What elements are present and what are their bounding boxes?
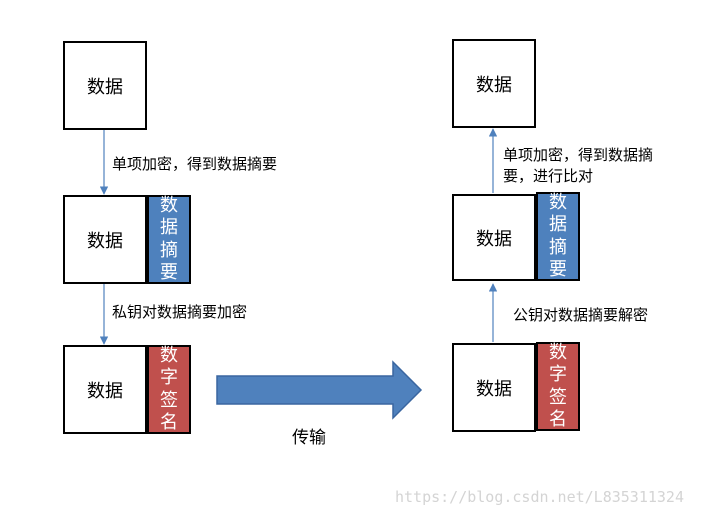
right-signature-char-1: 数 (549, 341, 567, 363)
right-digest-char-2: 据 (549, 214, 567, 235)
right-signature-char-3: 签 (549, 386, 567, 408)
right-signature-char-4: 名 (549, 409, 567, 430)
left-digest-char-3: 摘 (160, 239, 178, 261)
left-data-box-bottom: 数据 (63, 345, 147, 434)
right-digest-tag: 数 据 摘 要 (536, 192, 580, 281)
left-data-box-bottom-label: 数据 (87, 380, 123, 402)
transfer-label: 传输 (292, 428, 326, 448)
left-signature-char-3: 签 (160, 389, 178, 411)
right-data-box-bottom-label: 数据 (476, 378, 512, 400)
left-data-box-mid: 数据 (63, 195, 147, 284)
right-digest-char-4: 要 (549, 259, 567, 280)
transfer-arrow (216, 360, 423, 420)
right-data-box-mid: 数据 (452, 194, 536, 281)
right-step2-label-line1: 单项加密，得到数据摘 (503, 146, 654, 164)
right-signature-tag: 数 字 签 名 (536, 342, 580, 431)
left-signature-char-2: 字 (160, 367, 178, 388)
left-data-box-top: 数据 (63, 41, 147, 130)
left-data-box-top-label: 数据 (87, 76, 123, 98)
left-digest-char-1: 数 (160, 194, 178, 216)
right-digest-char-1: 数 (549, 191, 567, 213)
left-signature-tag: 数 字 签 名 (147, 345, 191, 434)
right-signature-char-2: 字 (549, 364, 567, 385)
left-step2-label: 私钥对数据摘要加密 (112, 303, 248, 321)
right-data-box-top: 数据 (452, 39, 536, 128)
right-data-box-top-label: 数据 (476, 74, 512, 96)
left-signature-char-1: 数 (160, 344, 178, 366)
watermark: https://blog.csdn.net/L835311324 (395, 488, 684, 506)
left-step1-label: 单项加密，得到数据摘要 (112, 155, 278, 173)
left-digest-tag: 数 据 摘 要 (147, 195, 191, 284)
left-signature-char-4: 名 (160, 412, 178, 433)
left-digest-char-4: 要 (160, 262, 178, 283)
right-data-box-bottom: 数据 (452, 343, 536, 432)
left-digest-char-2: 据 (160, 217, 178, 238)
right-data-box-mid-label: 数据 (476, 228, 512, 250)
left-data-box-mid-label: 数据 (87, 230, 123, 252)
right-step2-label-line2: 要，进行比对 (503, 167, 594, 185)
right-step1-label: 公钥对数据摘要解密 (513, 306, 649, 324)
right-digest-char-3: 摘 (549, 236, 567, 258)
